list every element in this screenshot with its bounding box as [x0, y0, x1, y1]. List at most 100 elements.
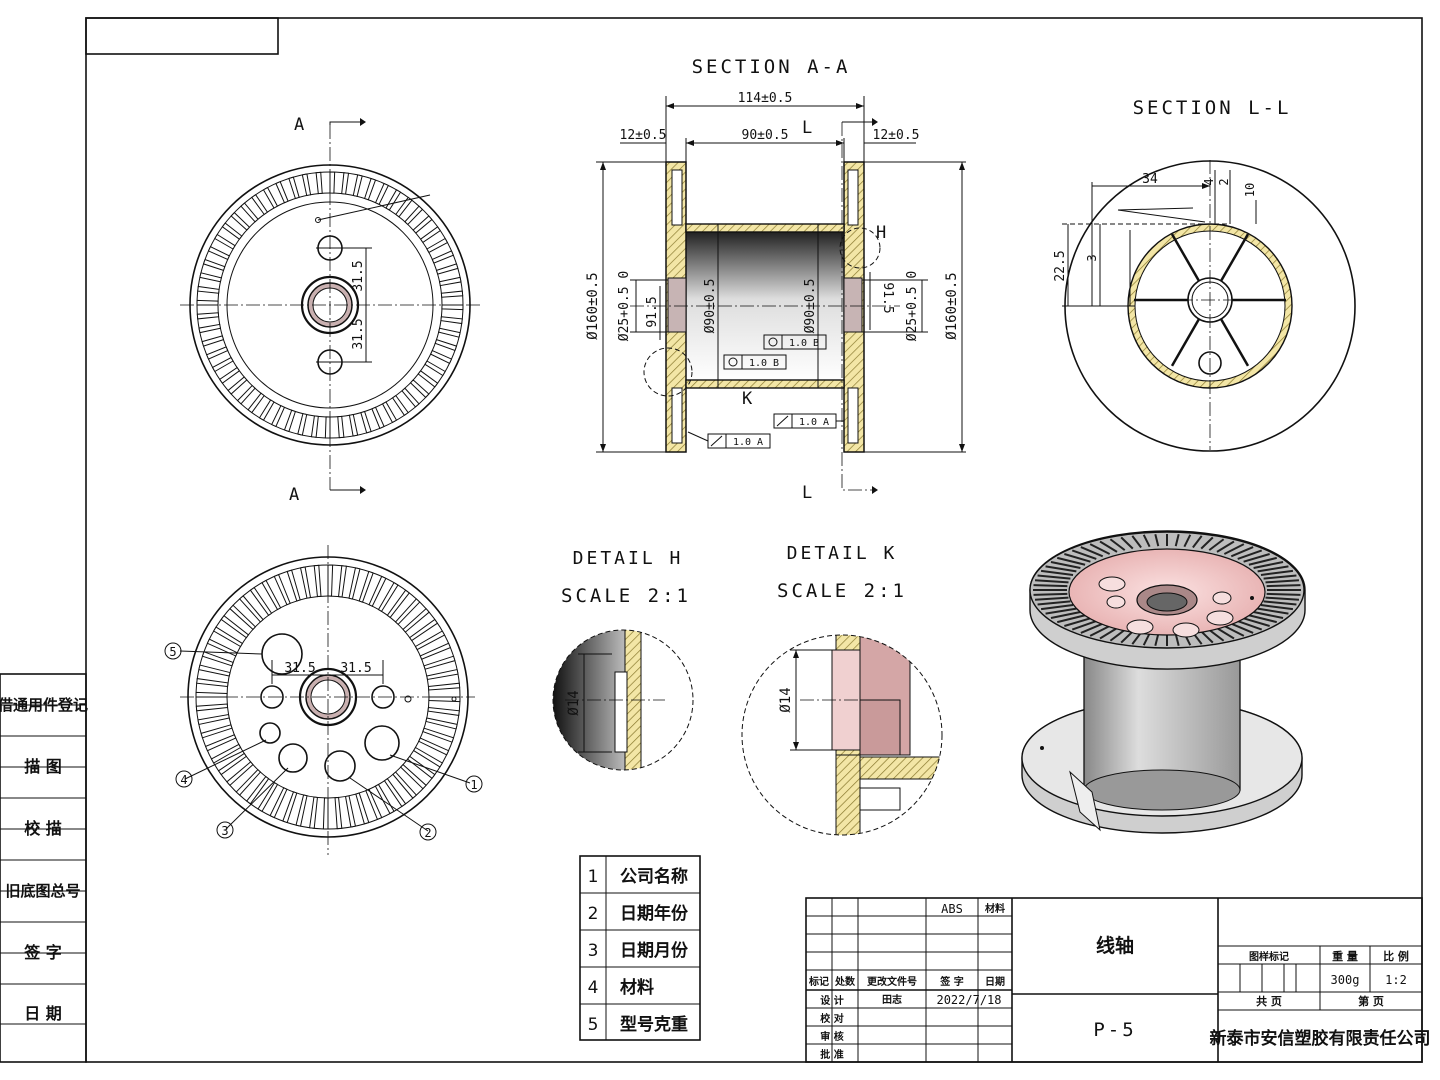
balloon-5: 5: [164, 642, 182, 660]
scale-label: 比 例: [1383, 949, 1409, 963]
strip-label-3: 旧底图总号: [5, 882, 80, 900]
rev-header-count: 处数: [834, 975, 856, 988]
tolerance-frame-4: 1.0 A: [773, 413, 844, 429]
approve-label: 批 准: [820, 1048, 843, 1061]
ll-dim-2: 2: [1217, 178, 1231, 185]
dim-flange-dia-left: Ø160±0.5: [585, 272, 601, 339]
company-name: 新泰市安信塑胶有限责任公司: [1210, 1028, 1431, 1049]
left-strip: 借通用件登记 描 图 校 描 旧底图总号 签 字 日 期: [0, 673, 88, 1063]
drawing-number: P-5: [1093, 1019, 1136, 1041]
section-letter-l-bottom: L: [802, 483, 812, 503]
detail-k-scale: SCALE 2:1: [777, 580, 907, 602]
legend-row-3: 3 日期月份: [588, 940, 689, 961]
legend-row-1: 1 公司名称: [588, 866, 688, 887]
ll-dim-34: 34: [1142, 172, 1158, 187]
title-block: ABS 材料 标记 处数 更改文件号 签 字 日期 设 计 田志 2022/7/…: [805, 897, 1431, 1063]
marks-label: 图样标记: [1249, 950, 1289, 963]
strip-label-1: 描 图: [24, 757, 62, 776]
legend-row-5: 5 型号克重: [588, 1014, 688, 1035]
dim-overall: 114±0.5: [738, 91, 793, 106]
dim-bore-left: Ø25+0.5 0: [617, 271, 632, 341]
svg-text:5: 5: [588, 1015, 599, 1035]
strip-label-0: 借通用件登记: [0, 696, 88, 714]
dim-step-right: 91.5: [880, 282, 895, 313]
front-dim-lower: 31.5: [351, 318, 366, 349]
svg-text:日期月份: 日期月份: [620, 940, 689, 961]
dim-right-flange: 12±0.5: [873, 128, 920, 143]
section-letter-a-bottom: A: [289, 485, 299, 505]
svg-text:4: 4: [180, 773, 187, 787]
section-aa: SECTION A-A H K L L: [585, 56, 966, 503]
svg-text:5: 5: [169, 645, 176, 659]
front-dim-upper: 31.5: [351, 260, 366, 291]
balloon-1: 1: [465, 775, 483, 793]
balloon-2: 2: [419, 823, 437, 841]
design-label: 设 计: [820, 994, 843, 1007]
mark-h: H: [876, 223, 886, 243]
weight-label: 重 量: [1332, 949, 1358, 963]
front-view: A A 31.5 31.5: [180, 115, 480, 505]
svg-text:4: 4: [588, 978, 599, 998]
ll-dim-4: 4: [1202, 178, 1216, 185]
detail-h-title: DETAIL H: [573, 548, 684, 569]
front-ribs: [196, 171, 464, 439]
tolerance-frame-1: 1.0 B: [763, 334, 827, 350]
mark-k: K: [742, 389, 753, 409]
svg-text:1.0 A: 1.0 A: [799, 417, 829, 428]
sheets-total-label: 共 页: [1256, 994, 1282, 1008]
isometric-spool: [1021, 530, 1306, 834]
detail-k-title: DETAIL K: [787, 543, 898, 564]
dim-core-right: Ø90±0.5: [803, 279, 818, 334]
dim-core-left: Ø90±0.5: [703, 279, 718, 334]
designer: 田志: [882, 993, 902, 1006]
back-dim-left: 31.5: [284, 661, 315, 676]
ll-dim-10: 10: [1243, 183, 1257, 197]
detail-h-dim: Ø14: [566, 690, 582, 715]
svg-text:1.0 B: 1.0 B: [749, 358, 779, 369]
strip-label-2: 校 描: [24, 819, 62, 838]
svg-text:1: 1: [470, 778, 477, 792]
svg-text:1.0 B: 1.0 B: [789, 338, 819, 349]
balloon-3: 3: [216, 821, 234, 839]
rev-header-date: 日期: [985, 975, 1005, 988]
svg-text:2: 2: [424, 826, 431, 840]
rev-header-sign: 签 字: [939, 975, 963, 988]
detail-k-dim: Ø14: [778, 687, 794, 712]
legend-row-4: 4 材料: [588, 977, 654, 998]
svg-text:公司名称: 公司名称: [620, 866, 688, 887]
svg-text:3: 3: [221, 824, 228, 838]
ll-dim-22-5: 22.5: [1053, 250, 1068, 281]
section-ll: SECTION L-L 34 4 2 10 22.5 3: [1053, 97, 1356, 452]
section-letter-a-top: A: [294, 115, 304, 135]
dim-step-left: 91.5: [645, 296, 660, 327]
svg-text:日期年份: 日期年份: [620, 903, 689, 924]
weight-value: 300g: [1331, 973, 1360, 987]
svg-text:3: 3: [588, 941, 599, 961]
legend-row-2: 2 日期年份: [588, 903, 689, 924]
dim-inner: 90±0.5: [742, 128, 789, 143]
scale-value: 1:2: [1385, 973, 1407, 987]
part-name: 线轴: [1096, 934, 1134, 957]
dim-flange-dia-right: Ø160±0.5: [944, 272, 960, 339]
review-label: 审 核: [820, 1030, 843, 1043]
strip-label-5: 日 期: [24, 1004, 62, 1023]
detail-h: DETAIL H SCALE 2:1 Ø14: [552, 548, 694, 771]
detail-k: DETAIL K SCALE 2:1 Ø14: [741, 543, 943, 836]
reference-box: [85, 17, 279, 55]
svg-text:1: 1: [588, 867, 599, 887]
svg-text:材料: 材料: [620, 977, 654, 998]
material-label: 材料: [985, 902, 1005, 915]
section-aa-title: SECTION A-A: [692, 56, 851, 78]
rev-header-doc: 更改文件号: [867, 975, 917, 988]
iso-ribs: [1033, 533, 1301, 647]
legend-table: 1 公司名称 2 日期年份 3 日期月份 4 材料 5 型号克重: [579, 855, 701, 1041]
detail-h-scale: SCALE 2:1: [561, 585, 691, 607]
dim-left-flange: 12±0.5: [620, 128, 667, 143]
balloon-4: 4: [175, 770, 193, 788]
dim-bore-right: Ø25+0.5 0: [905, 271, 920, 341]
tolerance-frame-3: 1.0 A: [687, 431, 771, 449]
section-ll-title: SECTION L-L: [1133, 97, 1292, 119]
back-ribs: [195, 564, 461, 830]
rev-header-mark: 标记: [808, 975, 829, 988]
